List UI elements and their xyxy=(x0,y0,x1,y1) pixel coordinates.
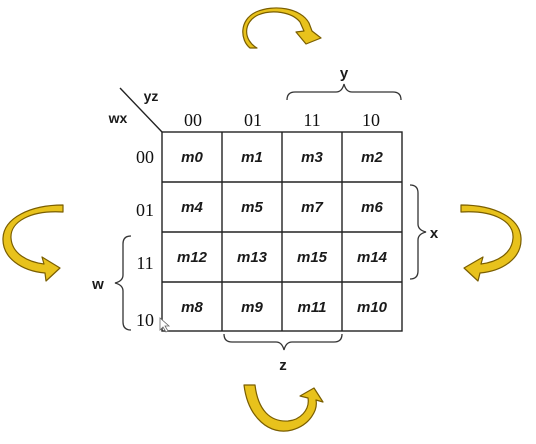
col-header: 11 xyxy=(303,110,320,130)
y-brace xyxy=(286,83,402,101)
column-headers: 00 01 11 10 xyxy=(184,110,380,130)
y-label: y xyxy=(340,65,349,82)
col-header: 00 xyxy=(184,110,202,130)
cell-m3: m3 xyxy=(301,149,323,166)
col-header: 01 xyxy=(244,110,262,130)
z-label: z xyxy=(279,357,287,374)
rotate-arrow-icon xyxy=(2,204,64,282)
row-header: 01 xyxy=(136,200,154,220)
x-brace-group: x xyxy=(409,184,439,280)
z-brace xyxy=(223,333,343,351)
cell-m7: m7 xyxy=(301,199,323,216)
bottom-wrap-arrow xyxy=(243,384,324,432)
col-var-label: yz xyxy=(144,88,159,104)
cell-m0: m0 xyxy=(181,149,203,166)
row-header: 00 xyxy=(136,147,154,167)
cell-m9: m9 xyxy=(241,299,263,316)
cell-m5: m5 xyxy=(241,199,263,216)
cell-m2: m2 xyxy=(361,149,383,166)
w-brace xyxy=(114,235,132,331)
cell-m1: m1 xyxy=(241,149,263,166)
rotate-arrow-icon xyxy=(243,384,324,432)
cell-m8: m8 xyxy=(181,299,203,316)
cell-m6: m6 xyxy=(361,199,383,216)
kmap-cells: m0 m1 m3 m2 m4 m5 m7 m6 m12 m13 m15 m14 … xyxy=(177,149,388,316)
kmap-grid xyxy=(161,131,403,332)
z-brace-group: z xyxy=(223,333,343,374)
cell-m12: m12 xyxy=(177,249,208,266)
cell-m4: m4 xyxy=(181,199,203,216)
left-wrap-arrow xyxy=(2,204,64,282)
col-header: 10 xyxy=(362,110,380,130)
row-var-label: wx xyxy=(108,110,128,126)
top-wrap-arrow xyxy=(242,7,322,49)
row-header: 10 xyxy=(136,310,154,330)
rotate-arrow-icon xyxy=(460,204,522,282)
cell-m11: m11 xyxy=(298,299,327,316)
corner-diagonal xyxy=(119,87,163,133)
cell-m10: m10 xyxy=(357,299,388,316)
cell-m14: m14 xyxy=(357,249,388,266)
x-brace xyxy=(409,184,427,280)
row-header: 11 xyxy=(136,253,153,273)
right-wrap-arrow xyxy=(460,204,522,282)
rotate-arrow-icon xyxy=(242,7,322,49)
x-label: x xyxy=(430,225,439,242)
w-brace-group: w xyxy=(91,235,132,331)
cell-m15: m15 xyxy=(297,249,328,266)
w-label: w xyxy=(91,276,104,293)
row-headers: 00 01 11 10 xyxy=(136,147,154,330)
cell-m13: m13 xyxy=(237,249,268,266)
cursor-icon xyxy=(159,317,171,333)
y-brace-group: y xyxy=(286,65,402,101)
